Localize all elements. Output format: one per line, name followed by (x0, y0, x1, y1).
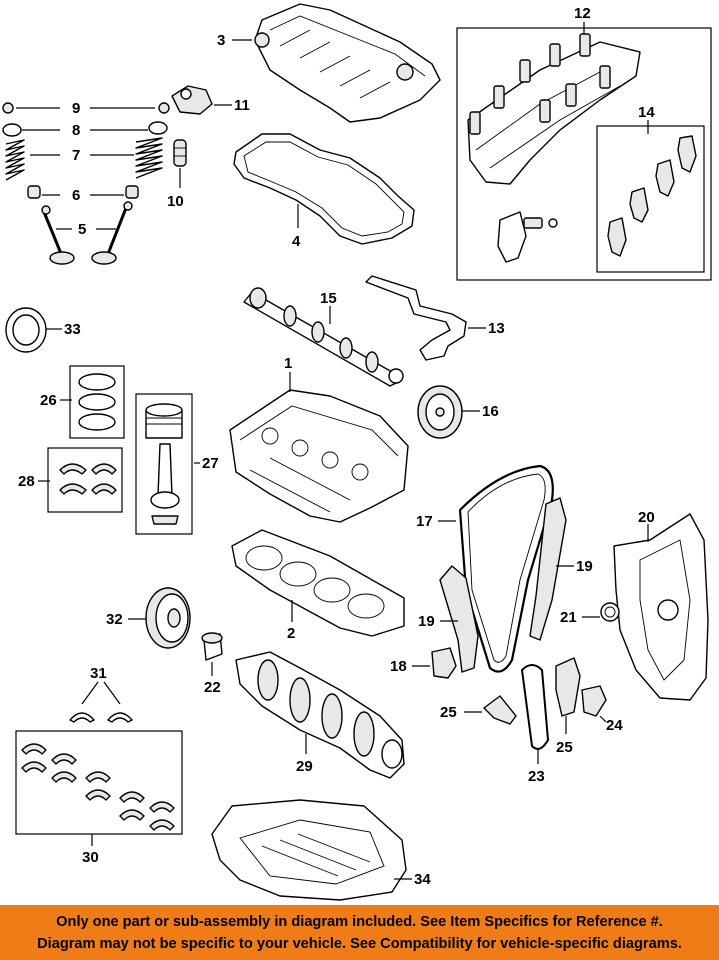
camshaft (243, 287, 404, 387)
callout-11: 11 (234, 97, 250, 114)
rocker-arm (171, 85, 213, 115)
callout-20: 20 (638, 509, 655, 526)
callout-6: 6 (72, 187, 80, 204)
crankshaft (235, 651, 405, 779)
callout-31: 31 (90, 665, 107, 682)
oil-pump-guide-right (555, 657, 581, 717)
o-ring (600, 602, 620, 622)
timing-chain (458, 464, 554, 673)
leader-24 (599, 715, 607, 723)
callout-19a: 19 (418, 613, 435, 630)
cylinder-head (229, 389, 409, 523)
callout-21: 21 (560, 609, 577, 626)
disclaimer-line-2: Diagram may not be specific to your vehi… (37, 936, 682, 952)
oil-pan (211, 799, 407, 901)
valve-train-right (91, 102, 170, 265)
assembly-box-14 (596, 125, 705, 273)
timing-cover (613, 513, 709, 701)
oil-pump-chain (521, 664, 549, 750)
callout-19b: 19 (576, 558, 593, 575)
assembly-box-27 (135, 393, 193, 535)
callout-26: 26 (40, 392, 57, 409)
callout-9: 9 (72, 100, 80, 117)
assembly-box-28 (47, 447, 123, 513)
callout-7: 7 (72, 147, 80, 164)
callout-18: 18 (390, 658, 407, 675)
thrust-washer-left (69, 712, 95, 723)
rod-bearings (59, 463, 117, 495)
piston-rings (78, 373, 116, 431)
chain-tensioner (431, 647, 457, 679)
piston-rod (145, 403, 183, 525)
exhaust-gasket (365, 275, 467, 361)
callout-4: 4 (292, 233, 301, 250)
callout-22: 22 (204, 679, 221, 696)
main-bearings (21, 743, 175, 831)
oil-pump-tensioner (581, 685, 607, 717)
callout-30: 30 (82, 849, 99, 866)
callout-15: 15 (320, 290, 337, 307)
crank-sprocket (201, 632, 223, 661)
valve-cover (254, 3, 441, 123)
callout-1: 1 (284, 355, 292, 372)
callout-10: 10 (167, 193, 184, 210)
callout-5: 5 (78, 221, 86, 238)
callout-25a: 25 (440, 704, 457, 721)
disclaimer-banner: Only one part or sub-assembly in diagram… (0, 905, 719, 960)
valve-train-left (2, 102, 75, 265)
callout-3: 3 (217, 32, 225, 49)
callout-17: 17 (416, 513, 433, 530)
assembly-box-26 (69, 365, 125, 439)
disclaimer-line-1: Only one part or sub-assembly in diagram… (56, 914, 663, 930)
head-gasket (231, 529, 405, 637)
lash-adjuster (173, 139, 187, 167)
callout-13: 13 (488, 320, 505, 337)
engine-parts-diagram: 3 4 11 9 8 7 6 (2, 3, 712, 901)
callout-32: 32 (106, 611, 123, 628)
callout-33: 33 (64, 321, 81, 338)
thrust-washer-right (107, 712, 133, 723)
oil-pump-guide-left (483, 695, 517, 725)
leader-31a (81, 681, 99, 705)
callout-16: 16 (482, 403, 499, 420)
assembly-box-30 (15, 730, 183, 835)
crank-seal (5, 307, 47, 353)
rocker-set (607, 135, 697, 257)
chain-guide-right (529, 497, 567, 641)
callout-24: 24 (606, 717, 623, 734)
callout-25b: 25 (556, 739, 573, 756)
cam-sprocket (417, 385, 463, 439)
callout-8: 8 (72, 122, 80, 139)
callout-2: 2 (287, 625, 295, 642)
crank-pulley (145, 587, 191, 649)
callout-28: 28 (18, 473, 35, 490)
leader-31b (103, 681, 121, 705)
valve-cover-gasket (233, 133, 415, 245)
rocker-shaft-assembly (467, 33, 641, 263)
callout-29: 29 (296, 758, 313, 775)
callout-27: 27 (202, 455, 219, 472)
callout-23: 23 (528, 768, 545, 785)
callout-14: 14 (638, 104, 655, 121)
chain-guide-left (439, 565, 479, 673)
callout-34: 34 (414, 871, 431, 888)
callout-12: 12 (574, 5, 591, 22)
